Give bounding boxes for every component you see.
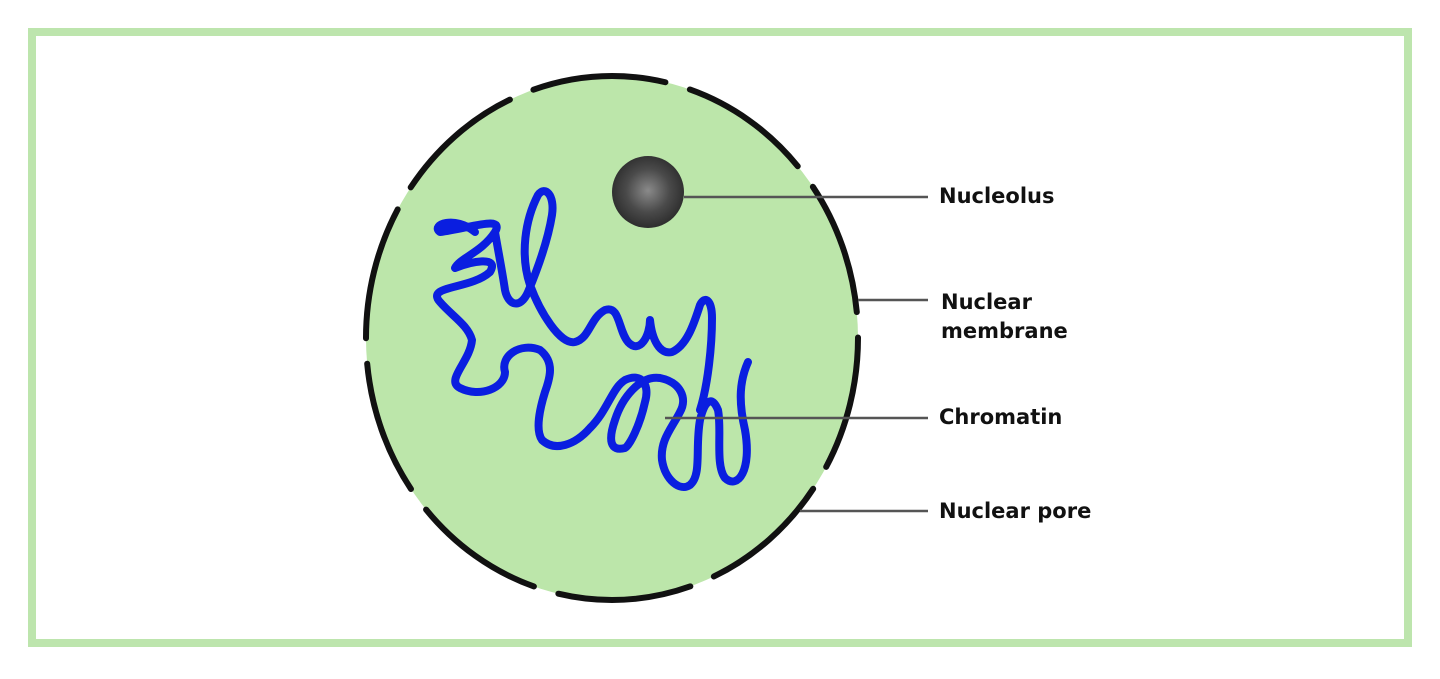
- nuclear-membrane: [363, 73, 861, 603]
- nucleolus-label-text: Nucleolus: [939, 184, 1055, 208]
- chromatin-label-text: Chromatin: [939, 405, 1063, 429]
- nuclear-pore-label: Nuclear pore: [939, 497, 1091, 526]
- nuclear-membrane-label: Nuclear membrane: [941, 288, 1068, 346]
- nucleolus-label: Nucleolus: [939, 182, 1055, 211]
- nuclear-membrane-label-line1: Nuclear: [941, 290, 1032, 314]
- chromatin-label: Chromatin: [939, 403, 1062, 432]
- chromatin-strand: [433, 187, 752, 491]
- nuclear-pore-label-text: Nuclear pore: [939, 499, 1092, 523]
- nucleolus: [612, 156, 684, 228]
- nucleoplasm: [366, 76, 858, 600]
- nuclear-membrane-label-line2: membrane: [941, 319, 1068, 343]
